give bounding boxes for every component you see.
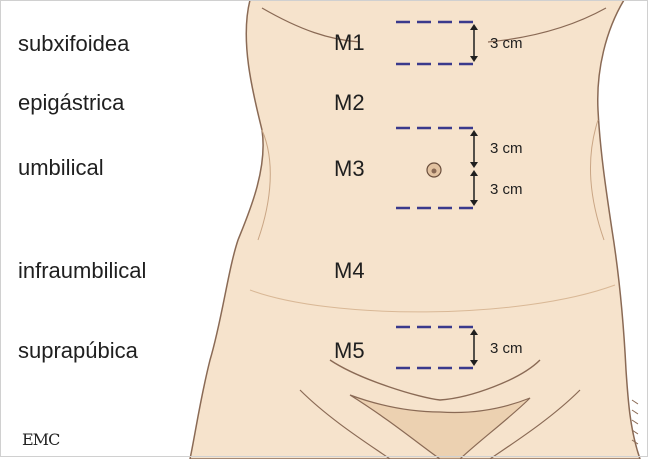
diagram-canvas: subxifoidea epigástrica umbilical infrau…	[0, 0, 650, 459]
image-frame	[0, 0, 648, 457]
